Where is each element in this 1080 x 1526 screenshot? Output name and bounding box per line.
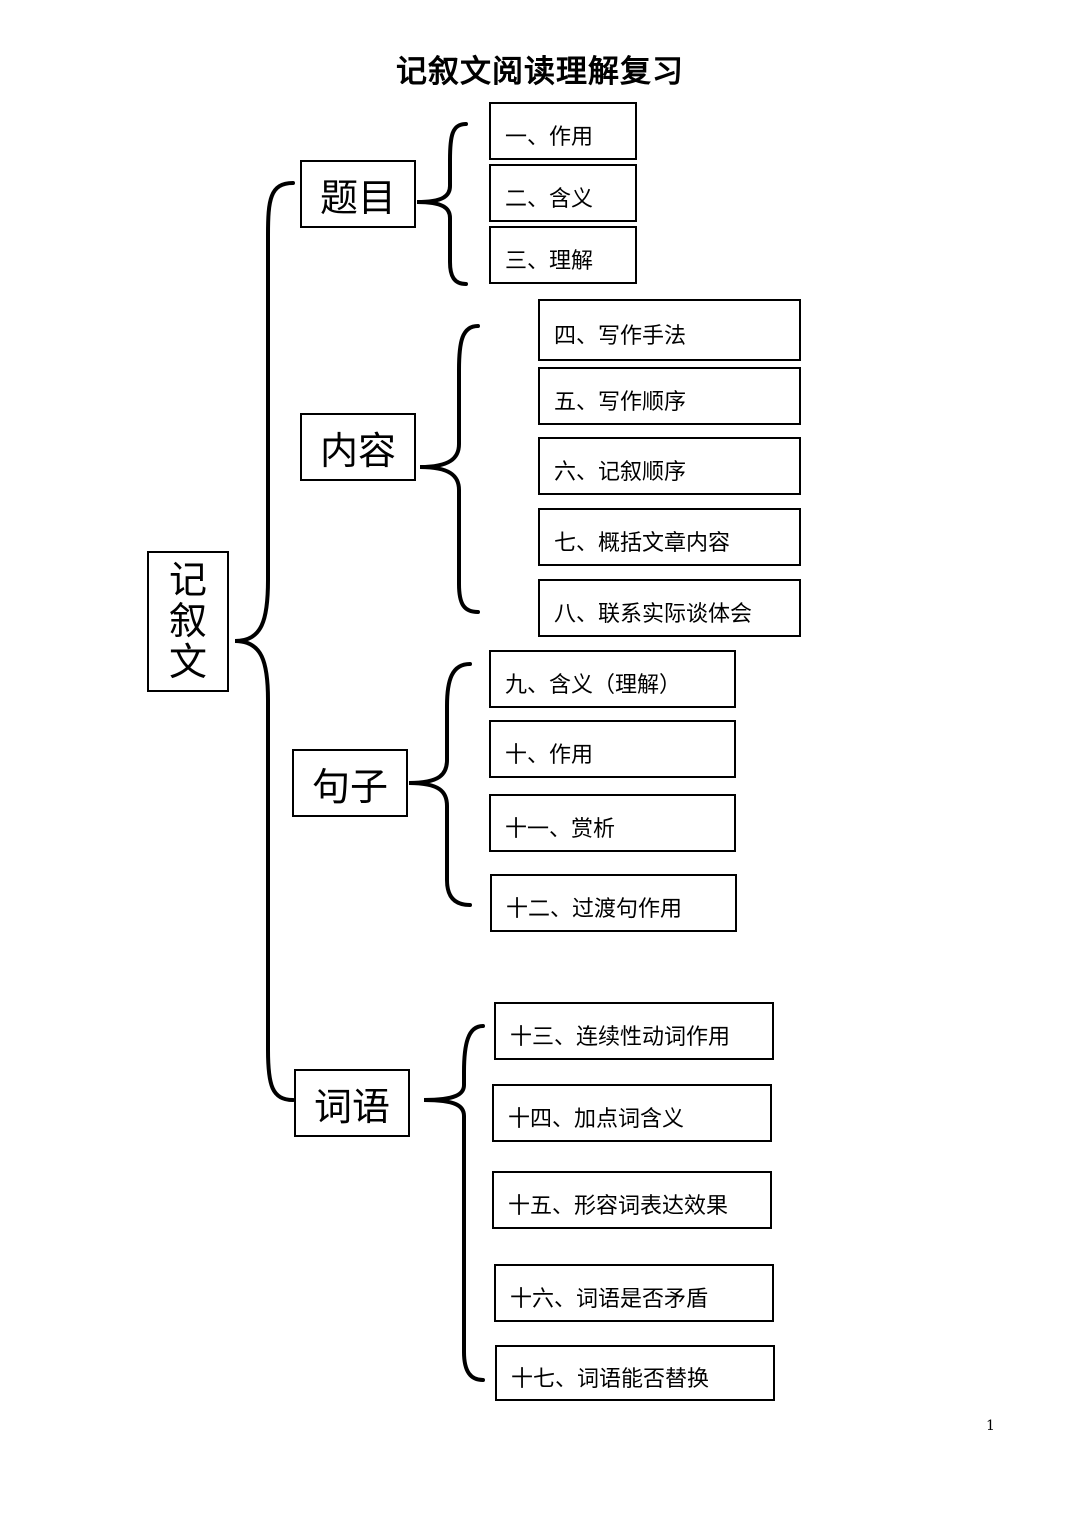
brace-content — [419, 324, 480, 614]
brace-title — [416, 122, 468, 286]
item-node: 八、联系实际谈体会 — [538, 579, 801, 637]
item-node: 二、含义 — [489, 164, 637, 222]
item-node: 三、理解 — [489, 226, 637, 284]
item-node: 十一、赏析 — [489, 794, 736, 852]
item-node: 十四、加点词含义 — [492, 1084, 772, 1142]
item-node: 十三、连续性动词作用 — [494, 1002, 774, 1060]
brace-words — [423, 1024, 485, 1382]
main-brace — [234, 181, 295, 1102]
category-content-node: 内容 — [300, 413, 416, 481]
root-char: 叙 — [168, 599, 207, 643]
item-node: 五、写作顺序 — [538, 367, 801, 425]
item-node: 一、作用 — [489, 102, 637, 160]
category-words-node: 词语 — [294, 1069, 410, 1137]
item-node: 十二、过渡句作用 — [490, 874, 737, 932]
root-char: 记 — [168, 558, 207, 602]
item-node: 六、记叙顺序 — [538, 437, 801, 495]
item-node: 九、含义（理解） — [489, 650, 736, 708]
item-node: 七、概括文章内容 — [538, 508, 801, 566]
category-title-node: 题目 — [300, 160, 416, 228]
item-node: 十七、词语能否替换 — [495, 1345, 775, 1401]
root-char: 文 — [168, 640, 207, 684]
page-title: 记叙文阅读理解复习 — [396, 54, 684, 90]
item-node: 十六、词语是否矛盾 — [494, 1264, 774, 1322]
item-node: 十、作用 — [489, 720, 736, 778]
root-node: 记 叙 文 — [147, 551, 229, 692]
brace-sentence — [408, 662, 472, 907]
item-node: 十五、形容词表达效果 — [492, 1171, 772, 1229]
category-sentence-node: 句子 — [292, 749, 408, 817]
item-node: 四、写作手法 — [538, 299, 801, 361]
page-number: 1 — [986, 1418, 995, 1434]
